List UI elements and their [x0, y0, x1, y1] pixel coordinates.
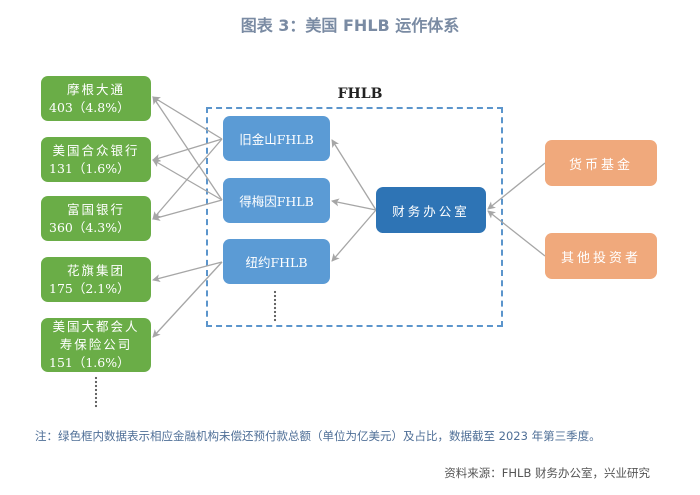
- arrow-office-to-dm: [331, 198, 377, 211]
- fhlb-new-york: 纽约FHLB: [223, 239, 330, 284]
- fhlb-bank-label: 得梅因FHLB: [239, 194, 314, 209]
- fhlb-more-dots: [273, 290, 277, 322]
- institution-jpmorgan: 摩根大通 403（4.8%）: [41, 76, 151, 121]
- figure-title: 图表 3：美国 FHLB 运作体系: [240, 16, 460, 35]
- institution-value: 175（2.1%）: [49, 280, 130, 296]
- institution-citigroup: 花旗集团 175（2.1%）: [41, 257, 151, 302]
- arrow-mmf-to-office: [487, 162, 546, 210]
- institution-name-line1: 美国大都会人: [52, 319, 140, 334]
- institution-usbank: 美国合众银行 131（1.6%）: [41, 137, 151, 182]
- institution-metlife: 美国大都会人 寿保险公司 151（1.6%）: [41, 318, 151, 372]
- arrow-office-to-sf: [331, 139, 377, 211]
- fhlb-san-francisco: 旧金山FHLB: [223, 116, 330, 161]
- investor-label: 其他投资者: [560, 250, 641, 266]
- fhlb-bank-label: 纽约FHLB: [245, 255, 308, 270]
- arrow-dm-to-wells: [152, 199, 223, 221]
- institution-value: 151（1.6%）: [49, 355, 130, 370]
- investor-others: 其他投资者: [545, 233, 657, 279]
- investor-label: 货币基金: [568, 157, 633, 173]
- office-label: 财务办公室: [392, 203, 470, 219]
- institution-name: 摩根大通: [66, 81, 125, 97]
- institution-name-line2: 寿保险公司: [59, 337, 133, 352]
- institution-value: 403（4.8%）: [49, 99, 130, 115]
- fhlb-bank-label: 旧金山FHLB: [239, 132, 314, 147]
- arrow-sf-to-wells: [152, 138, 223, 220]
- investor-money-funds: 货币基金: [545, 140, 657, 186]
- arrow-office-to-ny: [331, 209, 377, 262]
- arrow-dm-to-jpm: [152, 96, 223, 201]
- office-of-finance: 财务办公室: [376, 187, 486, 233]
- institution-name: 美国合众银行: [52, 142, 140, 158]
- footnote: 注：绿色框内数据表示相应金融机构未偿还预付款总额（单位为亿美元）及占比，数据截至…: [35, 429, 601, 443]
- fhlb-des-moines: 得梅因FHLB: [223, 178, 330, 223]
- arrow-others-to-office: [487, 210, 546, 257]
- institution-name: 富国银行: [66, 201, 125, 217]
- institution-name: 花旗集团: [66, 262, 125, 278]
- arrow-dm-to-usbank: [152, 159, 223, 201]
- fhlb-group-label: FHLB: [337, 86, 383, 102]
- arrow-sf-to-jpm: [152, 96, 223, 140]
- source-note: 资料来源：FHLB 财务办公室，兴业研究: [444, 466, 650, 480]
- institution-value: 131（1.6%）: [49, 160, 130, 176]
- institution-wellsfargo: 富国银行 360（4.3%）: [41, 196, 151, 241]
- institution-value: 360（4.3%）: [49, 219, 130, 235]
- arrow-ny-to-metlife: [152, 261, 223, 338]
- institutions-more-dots: [94, 376, 98, 408]
- fhlb-group-border: [206, 107, 503, 327]
- arrow-ny-to-citi: [152, 261, 223, 283]
